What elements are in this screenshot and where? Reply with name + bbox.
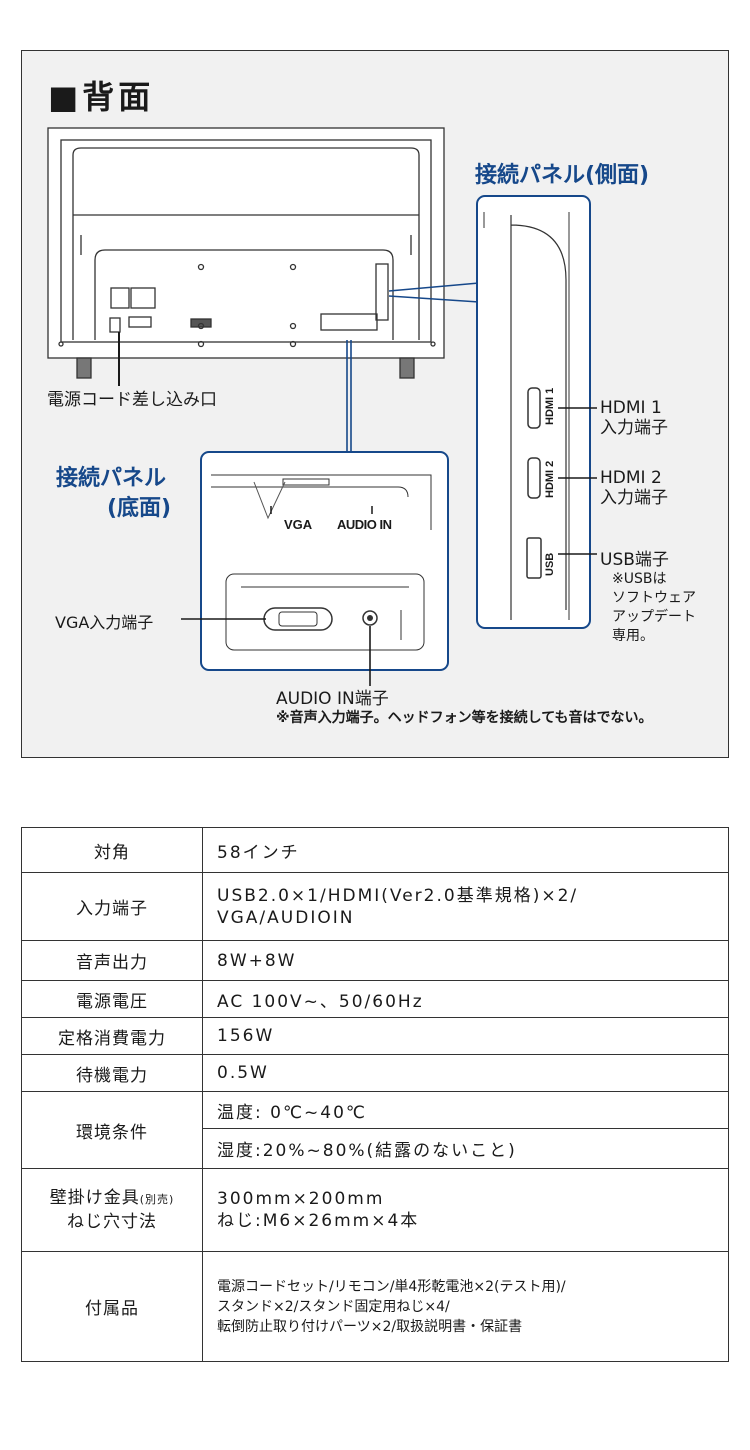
spec-value: 156W [202, 1017, 729, 1055]
spec-value: 8W+8W [202, 940, 729, 981]
usb-label: USB端子 [600, 550, 669, 570]
table-row: 電源電圧 AC 100V~、50/60Hz [21, 980, 729, 1018]
spec-key: 電源電圧 [21, 980, 203, 1018]
spec-value-line: 転倒防止取り付けパーツ×2/取扱説明書・保証書 [217, 1318, 523, 1335]
spec-key: 付属品 [21, 1251, 203, 1362]
audio-input-label: AUDIO IN端子 [276, 689, 389, 709]
bottom-vga-label: VGA [284, 517, 313, 532]
usb-port-label: USB [544, 553, 556, 576]
bottom-panel-title: 接続パネル [56, 466, 167, 491]
table-row: 湿度:20%~80%(結露のないこと) [22, 1128, 729, 1169]
hdmi2-port-icon [527, 457, 541, 499]
spec-key-line: 壁掛け金具(別売) [22, 1187, 202, 1211]
bottom-audio-label: AUDIO IN [337, 517, 392, 532]
spec-key: 環境条件 [21, 1091, 203, 1169]
table-row: 壁掛け金具(別売) ねじ穴寸法 300mm×200mm ねじ:M6×26mm×4… [21, 1168, 729, 1252]
callout-lines [346, 282, 480, 452]
table-row: 付属品 電源コードセット/リモコン/単4形乾電池×2(テスト用)/ スタンド×2… [21, 1251, 729, 1362]
usb-note-line: 専用。 [612, 628, 654, 644]
audio-input-note: ※音声入力端子。ヘッドフォン等を接続しても音はでない。 [276, 710, 653, 726]
spec-value-line: 300mm×200mm [217, 1189, 385, 1209]
spec-key: 壁掛け金具(別売) ねじ穴寸法 [21, 1168, 203, 1252]
spec-value: 湿度:20%~80%(結露のないこと) [202, 1128, 729, 1169]
spec-value-line: USB2.0×1/HDMI(Ver2.0基準規格)×2/ [217, 885, 579, 906]
spec-value-line: スタンド×2/スタンド固定用ねじ×4/ [217, 1298, 450, 1315]
hdmi1-label: HDMI 1 入力端子 [600, 398, 668, 438]
hdmi2-label: HDMI 2 入力端子 [600, 468, 668, 508]
spec-value: 0.5W [202, 1054, 729, 1092]
usb-note: ※USBは ソフトウェア アップデート 専用。 [612, 570, 696, 646]
spec-key-note: (別売) [139, 1193, 175, 1206]
spec-value: AC 100V~、50/60Hz [202, 980, 729, 1018]
spec-value-line: ねじ:M6×26mm×4本 [217, 1211, 420, 1231]
spec-value-line: 電源コードセット/リモコン/単4形乾電池×2(テスト用)/ [217, 1278, 566, 1295]
spec-key-text: 壁掛け金具 [49, 1188, 140, 1208]
spec-key: 待機電力 [21, 1054, 203, 1092]
rear-view-title: ■背面 [48, 78, 155, 116]
usb-note-line: ※USBは [612, 571, 667, 587]
side-panel-box [476, 195, 597, 629]
spec-key: 入力端子 [21, 872, 203, 941]
hdmi1-label-name: HDMI 1 [600, 398, 662, 418]
spec-key-line: ねじ穴寸法 [67, 1212, 157, 1232]
hdmi2-port-label: HDMI 2 [544, 461, 556, 498]
bottom-panel-title-sub: (底面) [107, 496, 172, 521]
spec-value: 58インチ [202, 827, 729, 873]
tv-back-illustration [47, 127, 445, 379]
usb-note-line: アップデート [612, 609, 696, 625]
table-row: 入力端子 USB2.0×1/HDMI(Ver2.0基準規格)×2/ VGA/AU… [21, 872, 729, 941]
table-row: 対角 58インチ [21, 827, 729, 873]
usb-port-icon [526, 537, 542, 579]
spec-key: 定格消費電力 [21, 1017, 203, 1055]
bottom-panel-box [181, 451, 449, 686]
spec-value-line: VGA/AUDIOIN [217, 907, 355, 928]
hdmi1-port-label: HDMI 1 [544, 388, 556, 425]
power-inlet-label: 電源コード差し込み口 [47, 390, 217, 410]
usb-note-line: ソフトウェア [612, 590, 696, 606]
rear-diagram: HDMI 1 HDMI 2 USB [47, 127, 597, 686]
hdmi2-label-name: HDMI 2 [600, 468, 662, 488]
table-row: 環境条件 温度: 0℃~40℃ [21, 1091, 729, 1169]
hdmi1-port-icon [527, 387, 541, 429]
table-row: 待機電力 0.5W [21, 1054, 729, 1092]
spec-table: 対角 58インチ 入力端子 USB2.0×1/HDMI(Ver2.0基準規格)×… [21, 827, 729, 1362]
spec-value: 電源コードセット/リモコン/単4形乾電池×2(テスト用)/ スタンド×2/スタン… [202, 1251, 729, 1362]
table-row: 音声出力 8W+8W [21, 940, 729, 981]
table-row: 定格消費電力 156W [21, 1017, 729, 1055]
spec-key: 対角 [21, 827, 203, 873]
hdmi1-label-desc: 入力端子 [600, 418, 668, 438]
spec-value: 温度: 0℃~40℃ [202, 1091, 729, 1129]
spec-key: 音声出力 [21, 940, 203, 981]
spec-value: USB2.0×1/HDMI(Ver2.0基準規格)×2/ VGA/AUDIOIN [202, 872, 729, 941]
side-panel-title: 接続パネル(側面) [475, 163, 650, 188]
vga-input-label: VGA入力端子 [55, 613, 154, 632]
hdmi2-label-desc: 入力端子 [600, 488, 668, 508]
spec-value: 300mm×200mm ねじ:M6×26mm×4本 [202, 1168, 729, 1252]
